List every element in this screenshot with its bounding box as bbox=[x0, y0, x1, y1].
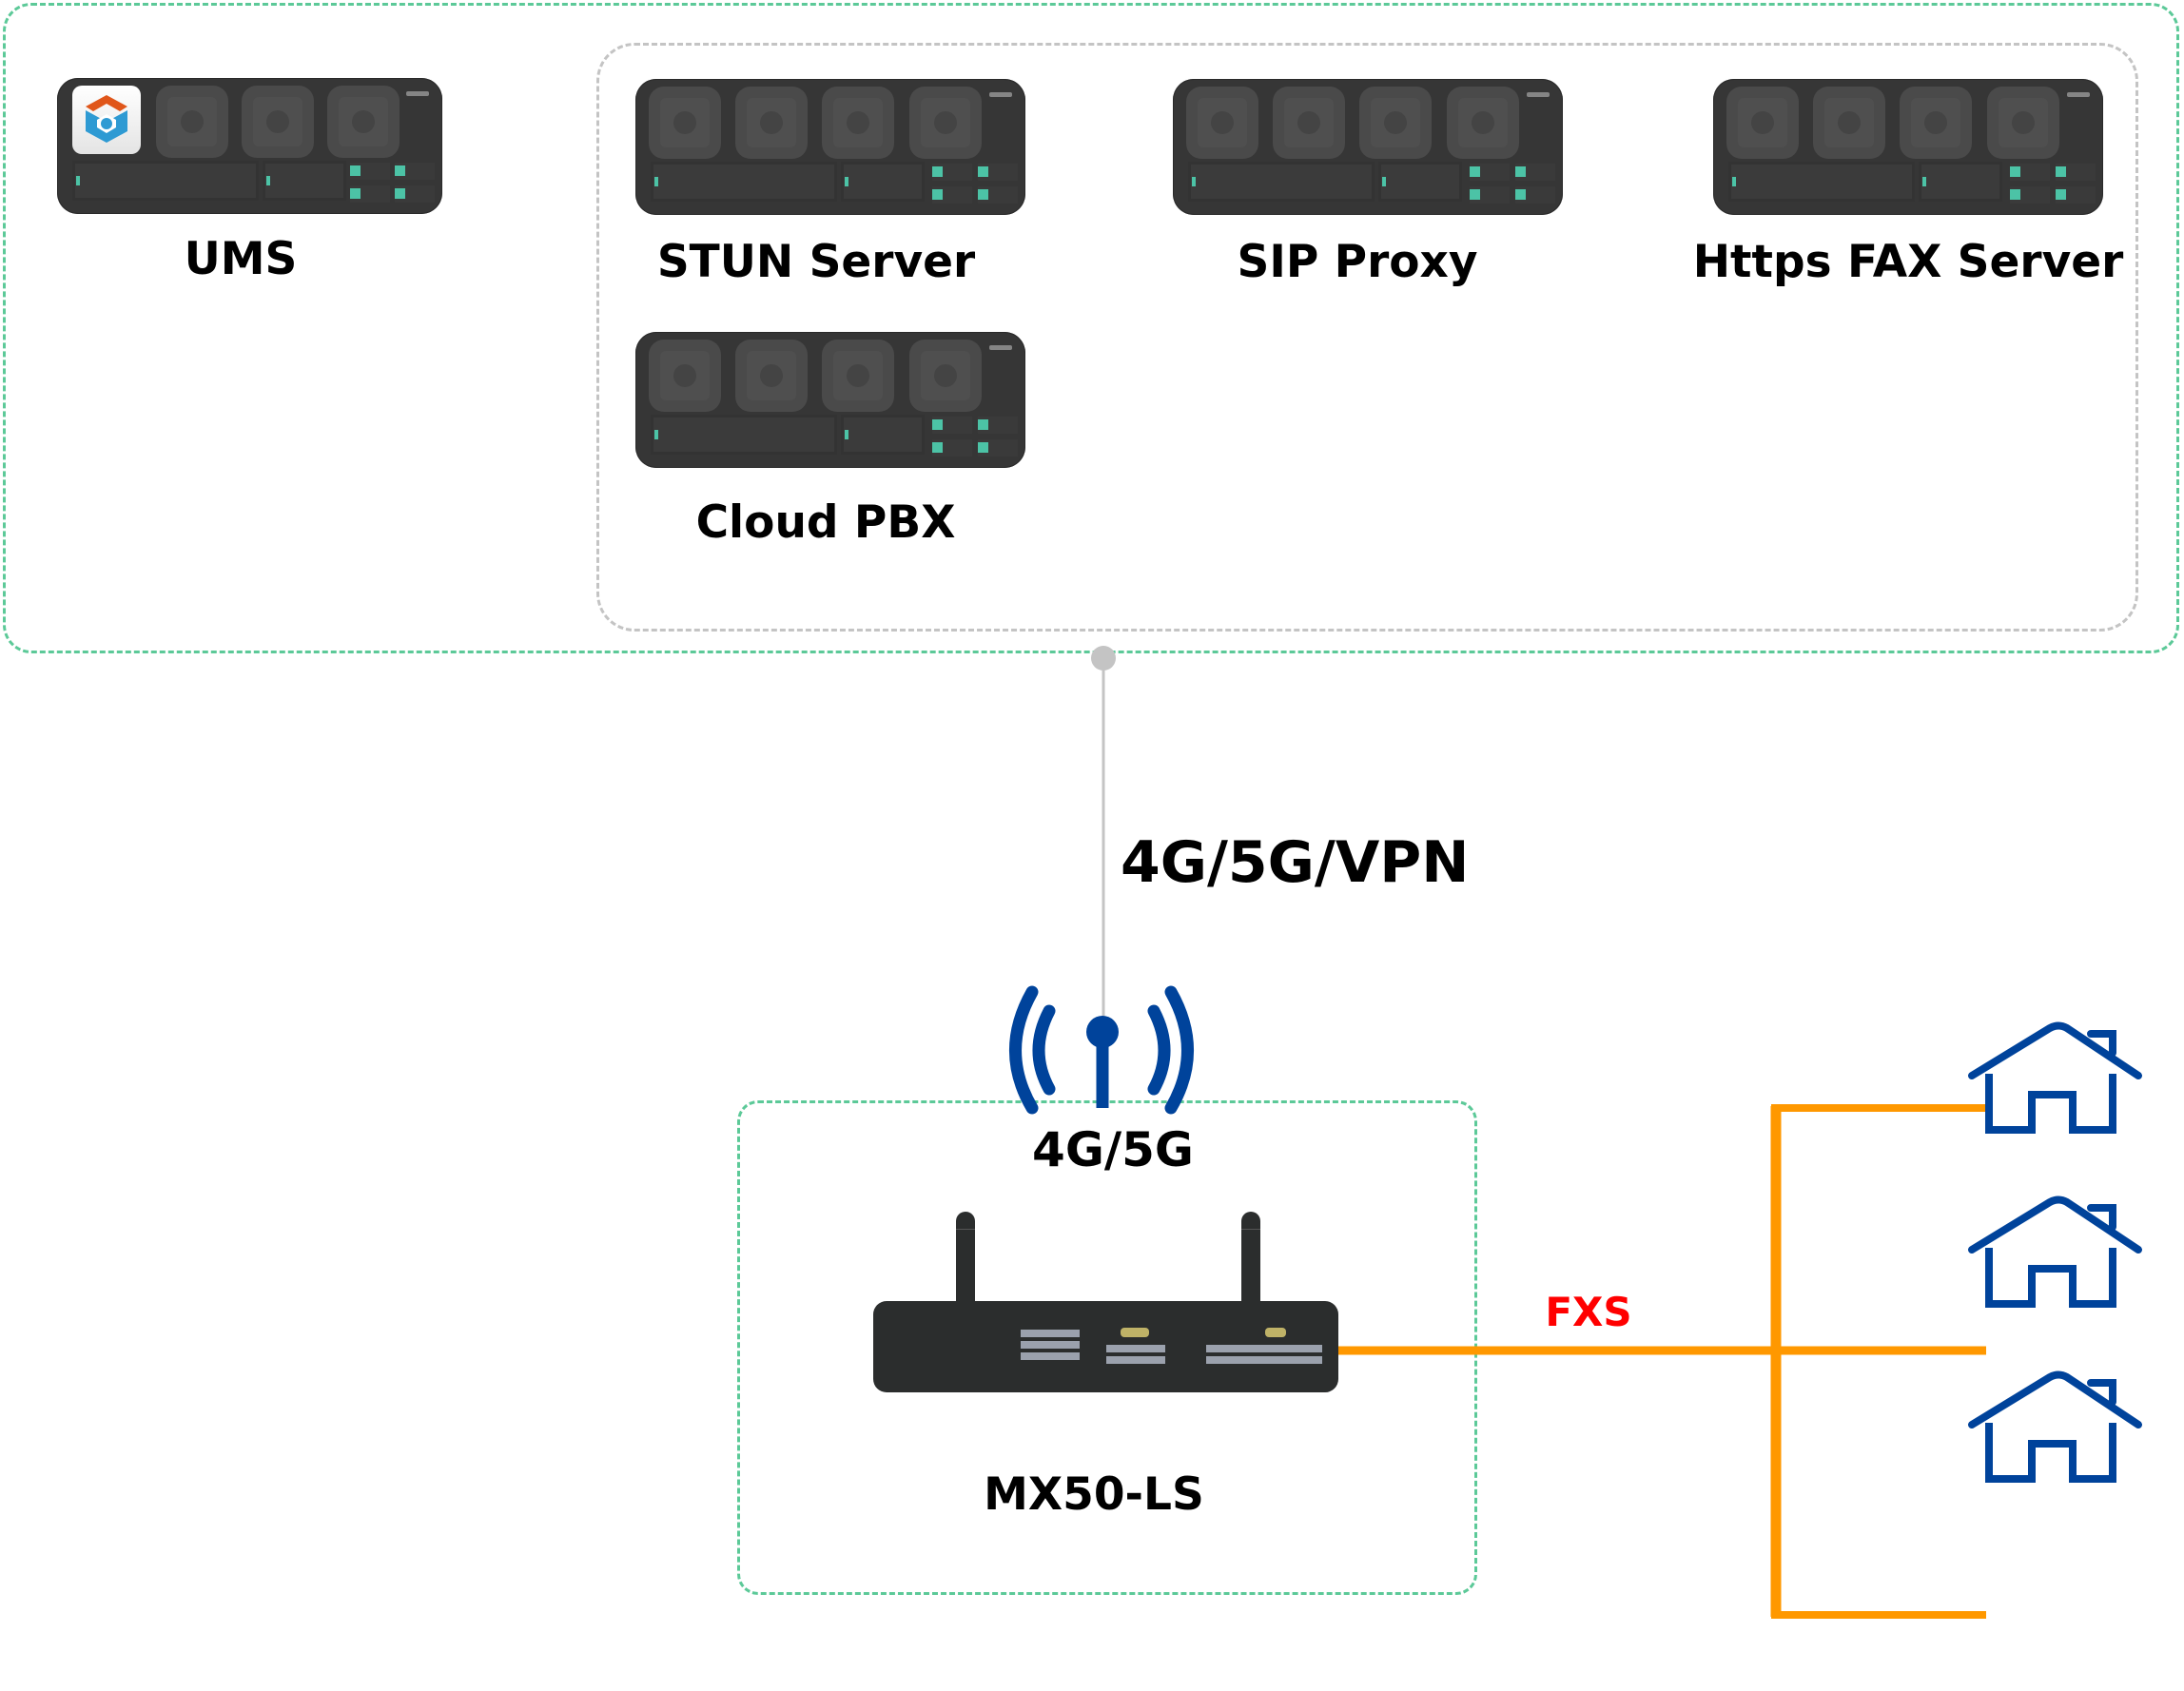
panel-slot bbox=[1919, 162, 2002, 202]
drive-bay bbox=[735, 87, 808, 159]
status-led bbox=[932, 186, 972, 204]
status-led bbox=[978, 164, 1018, 181]
status-led bbox=[1515, 164, 1555, 181]
stun-server-label: STUN Server bbox=[656, 236, 976, 288]
fxs-label: FXS bbox=[1545, 1289, 1632, 1335]
drive-bay bbox=[242, 86, 314, 158]
status-led bbox=[978, 186, 1018, 204]
house-icon[interactable] bbox=[1968, 1021, 2142, 1134]
sip-proxy-label: SIP Proxy bbox=[1237, 236, 1478, 288]
panel-slot bbox=[1378, 162, 1462, 202]
https-fax-server-label: Https FAX Server bbox=[1692, 236, 2124, 288]
panel-slot bbox=[651, 162, 837, 202]
drive-bay bbox=[822, 87, 894, 159]
uplink-label: 4G/5G/VPN bbox=[1121, 829, 1470, 896]
panel-slot bbox=[1728, 162, 1915, 202]
router-port bbox=[1106, 1356, 1165, 1364]
brand-mark bbox=[989, 345, 1012, 350]
status-led bbox=[932, 417, 972, 434]
panel-slot bbox=[72, 161, 259, 201]
drive-bay bbox=[822, 340, 894, 412]
fxs-port bbox=[1206, 1356, 1322, 1364]
ums-label: UMS bbox=[184, 233, 298, 285]
panel-slot bbox=[1188, 162, 1375, 202]
brand-mark bbox=[989, 92, 1012, 97]
status-led bbox=[350, 185, 390, 203]
status-led bbox=[932, 164, 972, 181]
antenna-label: 4G/5G bbox=[1032, 1122, 1194, 1177]
status-led bbox=[2056, 186, 2096, 204]
status-led bbox=[1470, 164, 1510, 181]
uplink-node bbox=[1091, 646, 1116, 671]
drive-bay bbox=[1273, 87, 1345, 159]
https-fax-server[interactable] bbox=[1713, 79, 2103, 215]
mx50-ls-router[interactable] bbox=[873, 1301, 1338, 1392]
ums-server[interactable] bbox=[57, 78, 442, 214]
cloud-pbx-server[interactable] bbox=[635, 332, 1025, 468]
drive-bay bbox=[1987, 87, 2059, 159]
panel-slot bbox=[263, 161, 346, 201]
status-led bbox=[2056, 164, 2096, 181]
drive-bay bbox=[909, 340, 982, 412]
cloud-pbx-label: Cloud PBX bbox=[695, 496, 956, 549]
drive-bay bbox=[1813, 87, 1885, 159]
drive-bay bbox=[735, 340, 808, 412]
brand-mark bbox=[406, 91, 429, 96]
router-vent bbox=[1021, 1352, 1080, 1360]
drive-bay bbox=[327, 86, 400, 158]
house-icon[interactable] bbox=[1968, 1370, 2142, 1483]
house-icon[interactable] bbox=[1968, 1195, 2142, 1308]
router-port bbox=[1106, 1345, 1165, 1352]
drive-bay bbox=[909, 87, 982, 159]
sip-proxy-server[interactable] bbox=[1173, 79, 1563, 215]
router-antenna-left bbox=[956, 1212, 975, 1307]
brand-mark bbox=[2067, 92, 2090, 97]
drive-bay bbox=[1359, 87, 1432, 159]
ums-app-logo bbox=[72, 86, 141, 154]
cloud-services-group bbox=[3, 3, 2179, 653]
status-led bbox=[1515, 186, 1555, 204]
router-led bbox=[1121, 1328, 1149, 1337]
fxs-port bbox=[1206, 1345, 1322, 1352]
drive-bay bbox=[1726, 87, 1799, 159]
router-vent bbox=[1021, 1330, 1080, 1337]
status-led bbox=[2010, 186, 2050, 204]
status-led bbox=[395, 185, 435, 203]
drive-bay bbox=[156, 86, 228, 158]
status-led bbox=[978, 417, 1018, 434]
status-led bbox=[2010, 164, 2050, 181]
router-antenna-right bbox=[1241, 1212, 1260, 1307]
status-led bbox=[932, 439, 972, 457]
drive-bay bbox=[649, 340, 721, 412]
drive-bay bbox=[1900, 87, 1972, 159]
status-led bbox=[1470, 186, 1510, 204]
cube-logo-icon bbox=[86, 95, 127, 143]
status-led bbox=[978, 439, 1018, 457]
status-led bbox=[395, 163, 435, 180]
brand-mark bbox=[1527, 92, 1550, 97]
cellular-signal-icon bbox=[1009, 985, 1194, 1115]
panel-slot bbox=[841, 162, 925, 202]
drive-bay bbox=[1447, 87, 1519, 159]
voip-services-group bbox=[596, 43, 2138, 632]
device-label: MX50-LS bbox=[984, 1468, 1204, 1521]
stun-server[interactable] bbox=[635, 79, 1025, 215]
drive-bay bbox=[649, 87, 721, 159]
status-led bbox=[350, 163, 390, 180]
router-led bbox=[1265, 1328, 1286, 1337]
drive-bay bbox=[1186, 87, 1258, 159]
panel-slot bbox=[841, 415, 925, 455]
panel-slot bbox=[651, 415, 837, 455]
router-vent bbox=[1021, 1341, 1080, 1349]
